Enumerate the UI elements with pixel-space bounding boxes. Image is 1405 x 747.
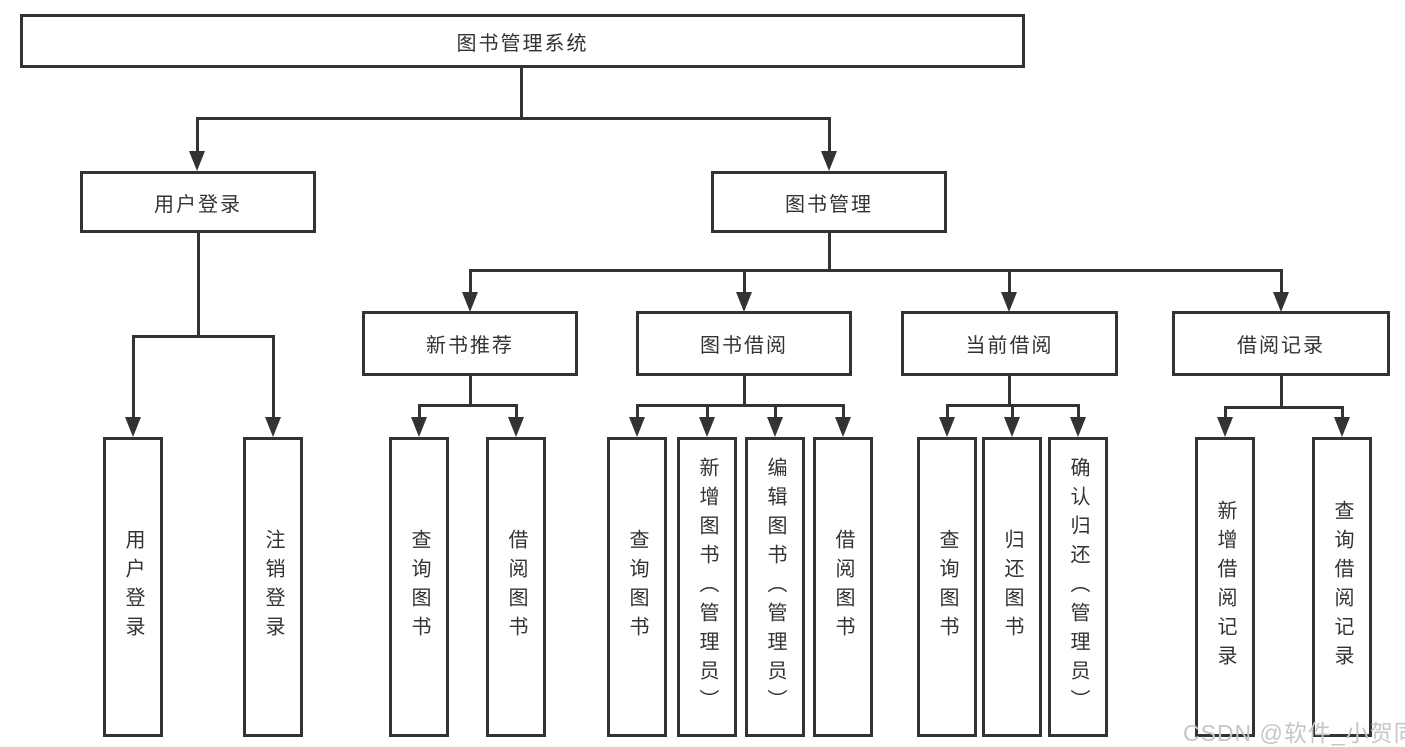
node-borrowing-records: 借阅记录 <box>1172 311 1390 376</box>
connector-line <box>197 231 200 338</box>
connector-line <box>636 404 845 407</box>
node-new-book-recommendation: 新书推荐 <box>362 311 578 376</box>
connector-line <box>1280 269 1283 295</box>
connector-line <box>520 66 523 119</box>
node-library-management-system: 图书管理系统 <box>20 14 1025 68</box>
leaf-borrow-books-recommend: 借阅图书 <box>486 437 546 737</box>
connector-line <box>1077 404 1080 418</box>
connector-line <box>515 404 518 418</box>
leaf-add-book-admin: 新增图书（管理员） <box>677 437 737 737</box>
arrowhead-down-icon <box>939 417 955 437</box>
leaf-add-borrow-record: 新增借阅记录 <box>1195 437 1255 737</box>
connector-line <box>842 404 845 418</box>
connector-line <box>706 404 709 418</box>
connector-line <box>828 231 831 272</box>
arrowhead-down-icon <box>1217 417 1233 437</box>
arrowhead-down-icon <box>736 292 752 312</box>
connector-line <box>1011 404 1014 418</box>
leaf-edit-book-admin: 编辑图书（管理员） <box>745 437 805 737</box>
arrowhead-down-icon <box>699 417 715 437</box>
node-current-borrowing: 当前借阅 <box>901 311 1118 376</box>
connector-line <box>469 269 472 295</box>
csdn-watermark: CSDN @软件_小贺同学 <box>1183 720 1405 746</box>
connector-line <box>418 404 421 418</box>
connector-line <box>418 404 518 407</box>
arrowhead-down-icon <box>189 151 205 171</box>
leaf-borrow-books: 借阅图书 <box>813 437 873 737</box>
connector-line <box>743 269 746 295</box>
arrowhead-down-icon <box>508 417 524 437</box>
leaf-query-borrow-record: 查询借阅记录 <box>1312 437 1372 737</box>
arrowhead-down-icon <box>629 417 645 437</box>
connector-line <box>196 117 199 153</box>
arrowhead-down-icon <box>265 417 281 437</box>
connector-line <box>743 374 746 406</box>
leaf-return-books: 归还图书 <box>982 437 1042 737</box>
connector-line <box>1280 374 1283 408</box>
arrowhead-down-icon <box>835 417 851 437</box>
node-book-borrowing: 图书借阅 <box>636 311 852 376</box>
connector-line <box>636 404 639 418</box>
leaf-query-books-recommend: 查询图书 <box>389 437 449 737</box>
arrowhead-down-icon <box>1004 417 1020 437</box>
connector-line <box>828 117 831 153</box>
connector-line <box>1224 406 1344 409</box>
connector-line <box>946 404 949 418</box>
leaf-query-books-borrow: 查询图书 <box>607 437 667 737</box>
arrowhead-down-icon <box>125 417 141 437</box>
connector-line <box>132 335 135 417</box>
node-user-login: 用户登录 <box>80 171 316 233</box>
arrowhead-down-icon <box>1070 417 1086 437</box>
leaf-user-login: 用户登录 <box>103 437 163 737</box>
connector-line <box>469 374 472 406</box>
arrowhead-down-icon <box>821 151 837 171</box>
connector-line <box>1008 269 1011 295</box>
connector-line <box>1008 374 1011 406</box>
arrowhead-down-icon <box>1273 292 1289 312</box>
leaf-logout-login: 注销登录 <box>243 437 303 737</box>
leaf-query-books-current: 查询图书 <box>917 437 977 737</box>
connector-line <box>1341 406 1344 418</box>
connector-line <box>774 404 777 418</box>
node-book-management: 图书管理 <box>711 171 947 233</box>
arrowhead-down-icon <box>1001 292 1017 312</box>
leaf-confirm-return-admin: 确认归还（管理员） <box>1048 437 1108 737</box>
connector-line <box>469 269 1283 272</box>
connector-line <box>196 117 831 120</box>
arrowhead-down-icon <box>767 417 783 437</box>
arrowhead-down-icon <box>1334 417 1350 437</box>
connector-line <box>132 335 275 338</box>
connector-line <box>1224 406 1227 418</box>
arrowhead-down-icon <box>411 417 427 437</box>
arrowhead-down-icon <box>462 292 478 312</box>
connector-line <box>272 335 275 417</box>
